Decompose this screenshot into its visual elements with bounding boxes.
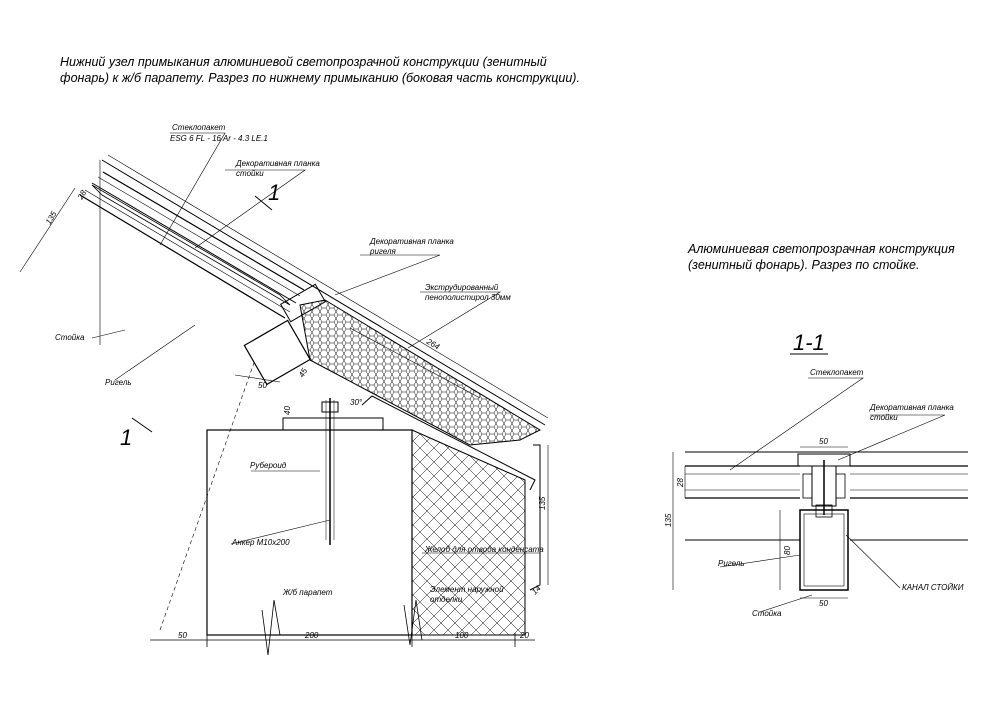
break-line-left [261, 599, 281, 656]
xps-insulation [299, 299, 542, 446]
left-drawing-title: Нижний узел примыкания алюминиевой свето… [60, 54, 580, 86]
label-cladding-1: Элемент наружной [430, 585, 504, 594]
label-glass-spec: ESG 6 FL - 16 Ar - 4.3 LE.1 [170, 134, 268, 143]
dim-135-right: 135 [538, 496, 547, 510]
label-post: Стойка [55, 333, 85, 342]
label-anchor: Анкер М10х200 [231, 538, 290, 547]
post-profile [243, 319, 311, 386]
label-dec-strip-rail-2: ригеля [369, 247, 396, 256]
r-dim-80: 80 [783, 546, 792, 555]
right-drawing-title: Алюминиевая светопрозрачная конструкция … [688, 241, 955, 273]
section-mark-top: 1 [268, 180, 280, 205]
label-dec-strip-post-1: Декоративная планка [235, 159, 320, 168]
label-rail: Ригель [105, 378, 132, 387]
break-line-right [403, 599, 423, 646]
dim-40-left: 40 [283, 406, 292, 415]
right-title-line-2: (зенитный фонарь). Разрез по стойке. [688, 258, 920, 272]
section-title-1-1: 1-1 [793, 330, 825, 355]
dim-135-left: 135 [44, 209, 59, 226]
right-section-drawing [672, 377, 968, 613]
left-title-line-1: Нижний узел примыкания алюминиевой свето… [60, 55, 547, 69]
anchor-nut [321, 401, 339, 413]
roofing-strip [282, 417, 384, 431]
section-mark-bottom: 1 [120, 425, 132, 450]
post-tube [799, 509, 849, 591]
dim-base-50: 50 [178, 631, 187, 640]
flashing-sheet [361, 395, 536, 491]
r-label-dec-strip-1: Декоративная планка [869, 403, 954, 412]
dim-14: 14 [530, 583, 543, 596]
condensate-gutter [529, 444, 541, 591]
glass-unit [91, 184, 291, 306]
r-label-rail: Ригель [718, 559, 745, 568]
label-glass-unit: Стеклопакет [172, 123, 226, 132]
rail-profile [279, 283, 327, 323]
concrete-parapet [206, 429, 413, 636]
dim-30-deg: 30° [350, 398, 363, 407]
dim-base-200: 200 [304, 631, 319, 640]
dim-45-left: 45 [297, 366, 310, 379]
r-dim-28: 28 [676, 478, 685, 488]
label-gutter: Желоб для отвода конденсата [424, 545, 544, 554]
dim-28-left: 28 [75, 188, 88, 202]
r-label-post: Стойка [752, 609, 782, 618]
label-dec-strip-post-2: стойки [236, 169, 264, 178]
dim-base-100: 100 [455, 631, 469, 640]
parapet-insulation [411, 429, 526, 636]
r-dim-135: 135 [664, 513, 673, 527]
r-label-channel: КАНАЛ СТОЙКИ [902, 583, 964, 592]
label-cladding-2: отделки [430, 595, 463, 604]
r-dim-bottom-50: 50 [819, 599, 828, 608]
left-title-line-2: фонарь) к ж/б парапету. Разрез по нижнем… [60, 71, 580, 85]
label-dec-strip-rail-1: Декоративная планка [369, 237, 454, 246]
r-label-glass-unit: Стеклопакет [810, 368, 864, 377]
label-parapet: Ж/б парапет [282, 588, 333, 597]
label-xps-1: Экструдированный [425, 283, 499, 292]
label-roofing: Рубероид [250, 461, 287, 470]
dim-50-left: 50 [258, 381, 267, 390]
r-label-dec-strip-2: стойки [870, 413, 898, 422]
left-section-drawing [19, 132, 549, 656]
dim-base-20: 20 [519, 631, 529, 640]
right-title-line-1: Алюминиевая светопрозрачная конструкция [688, 242, 955, 256]
label-xps-2: пенополистирол 30мм [425, 293, 511, 302]
r-dim-top-50: 50 [819, 437, 828, 446]
